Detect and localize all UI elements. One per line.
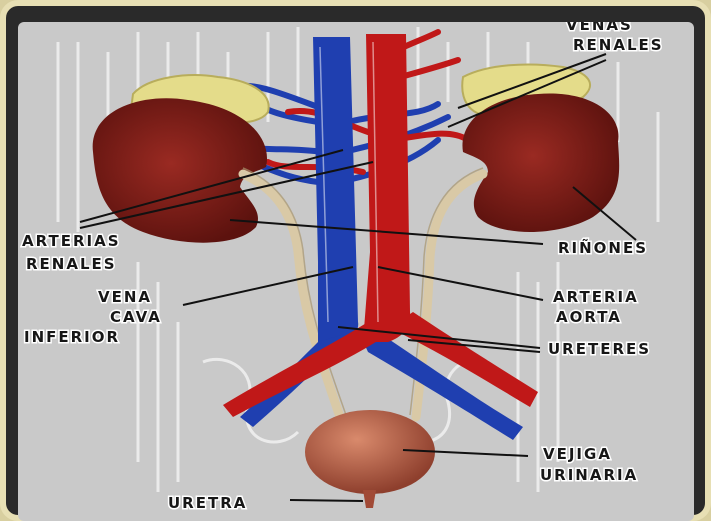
label-vena-cava-1: VENA xyxy=(98,288,152,306)
label-venas-renales-2: RENALES xyxy=(573,36,664,54)
label-rinones: RIÑONES xyxy=(558,238,648,257)
label-venas-renales-1: VENAS xyxy=(566,22,633,34)
label-arterias-renales-1: ARTERIAS xyxy=(22,232,121,250)
label-vena-cava-2: CAVA xyxy=(110,308,162,326)
label-uretra: URETRA xyxy=(168,494,247,512)
label-arteria-aorta-2: AORTA xyxy=(556,308,622,326)
urethra xyxy=(363,490,376,508)
label-arterias-renales-2: RENALES xyxy=(26,255,117,273)
label-arteria-aorta-1: ARTERIA xyxy=(553,288,639,306)
label-vejiga-2: URINARIA xyxy=(540,466,638,484)
label-vejiga-1: VEJIGA xyxy=(543,445,612,463)
urinary-system-diagram: VENAS RENALES ARTERIAS RENALES RIÑONES V… xyxy=(18,22,694,521)
diagram-panel: VENAS RENALES ARTERIAS RENALES RIÑONES V… xyxy=(18,22,694,521)
label-ureteres: URETERES xyxy=(548,340,651,358)
urinary-bladder xyxy=(305,410,435,494)
right-kidney xyxy=(462,94,619,232)
label-vena-cava-3: INFERIOR xyxy=(24,328,120,346)
